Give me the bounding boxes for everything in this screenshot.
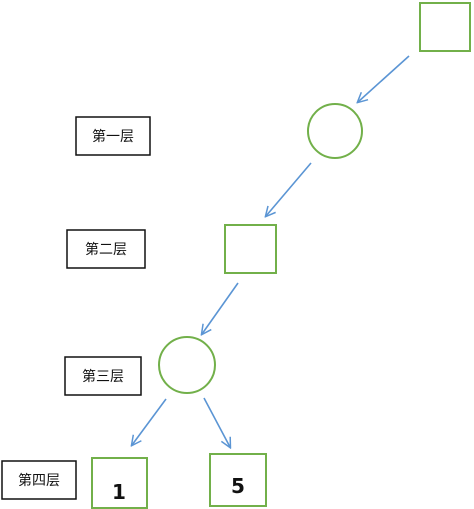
- leaf-value-left: 1: [112, 480, 126, 504]
- level3-circle-node: [158, 336, 216, 394]
- leaf-value-right: 5: [231, 474, 245, 498]
- level1-circle-node: [307, 103, 363, 159]
- level-label-1: 第一层: [75, 116, 151, 156]
- level-label-2-text: 第二层: [85, 241, 127, 258]
- level-label-2: 第二层: [66, 229, 146, 269]
- edge-root-to-level1: [358, 55, 410, 102]
- level-label-1-text: 第一层: [92, 128, 134, 145]
- leaf-node-right: 5: [209, 453, 267, 507]
- edge-level2-to-level3: [202, 282, 239, 334]
- leaf-node-left: 1: [91, 457, 148, 509]
- edge-level3-to-leaf-left: [132, 398, 167, 445]
- level-label-3: 第三层: [64, 356, 142, 396]
- edge-level1-to-level2: [266, 162, 312, 216]
- level2-square-node: [224, 224, 277, 274]
- level-label-4-text: 第四层: [18, 472, 60, 489]
- level-label-4: 第四层: [1, 460, 77, 500]
- edge-level3-to-leaf-right: [203, 397, 230, 447]
- level-label-3-text: 第三层: [82, 368, 124, 385]
- root-square-node: [419, 2, 471, 52]
